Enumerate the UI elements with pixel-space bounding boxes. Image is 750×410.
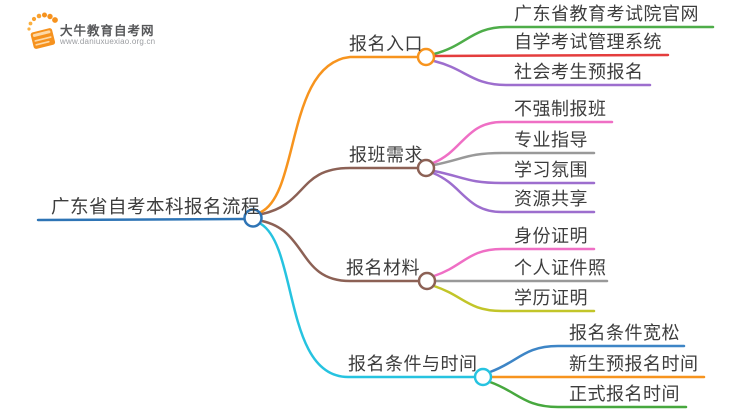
edge-relaxed-conditions [488, 344, 686, 374]
edge-registration-conditions-and-time [259, 222, 477, 379]
topic-class-enrollment-need[interactable]: 报班需求 [349, 145, 423, 165]
edge-self-study-exam-management-system [432, 53, 670, 58]
edge-registration-materials [260, 219, 421, 283]
topic-registration-materials[interactable]: 报名材料 [346, 258, 420, 278]
logo-title: 大牛教育自考网 [60, 24, 155, 38]
topic-relaxed-conditions[interactable]: 报名条件宽松 [569, 323, 680, 343]
edge-resource-sharing [431, 171, 596, 214]
node-toggle-registration-entry[interactable] [416, 47, 436, 67]
node-toggle-root[interactable] [243, 208, 263, 228]
edge-no-mandatory-class [431, 120, 614, 165]
topic-root[interactable]: 广东省自考本科报名流程 [51, 196, 261, 217]
topic-social-candidate-pre-registration[interactable]: 社会考生预报名 [514, 62, 644, 82]
topic-learning-atmosphere[interactable]: 学习氛围 [514, 160, 588, 180]
edge-education-proof [432, 284, 596, 313]
topic-registration-conditions-and-time[interactable]: 报名条件与时间 [348, 354, 478, 374]
node-toggle-registration-materials[interactable] [417, 271, 437, 291]
edge-class-enrollment-need [260, 166, 420, 216]
edge-learning-atmosphere [432, 169, 596, 185]
topic-self-study-exam-management-system[interactable]: 自学考试管理系统 [514, 32, 662, 52]
topic-professional-guidance[interactable]: 专业指导 [514, 130, 588, 150]
logo-url: www.daniuxuexiao.org.cn [60, 37, 156, 46]
topic-gd-education-exam-official-site[interactable]: 广东省教育考试院官网 [514, 4, 699, 24]
node-toggle-registration-conditions-and-time[interactable] [473, 367, 493, 387]
logo-book-icon [27, 12, 58, 49]
edge-social-candidate-pre-registration [432, 59, 652, 87]
topic-identity-proof[interactable]: 身份证明 [514, 226, 588, 246]
node-toggle-class-enrollment-need[interactable] [416, 158, 436, 178]
topic-personal-id-photo[interactable]: 个人证件照 [514, 258, 607, 278]
edge-identity-proof [432, 247, 596, 278]
edge-official-registration-time [488, 380, 688, 409]
topic-official-registration-time[interactable]: 正式报名时间 [569, 384, 680, 404]
topic-resource-sharing[interactable]: 资源共享 [514, 189, 588, 209]
edge-gd-education-exam-official-site [432, 25, 715, 56]
edge-registration-entry [259, 55, 420, 214]
root-underline [36, 217, 246, 222]
topic-no-mandatory-class[interactable]: 不强制报班 [514, 99, 607, 119]
topic-new-student-pre-registration-time[interactable]: 新生预报名时间 [569, 354, 699, 374]
topic-registration-entry[interactable]: 报名入口 [349, 34, 423, 54]
edge-professional-guidance [432, 151, 596, 167]
topic-education-proof[interactable]: 学历证明 [514, 288, 588, 308]
site-logo: 大牛教育自考网 www.daniuxuexiao.org.cn [26, 8, 216, 58]
